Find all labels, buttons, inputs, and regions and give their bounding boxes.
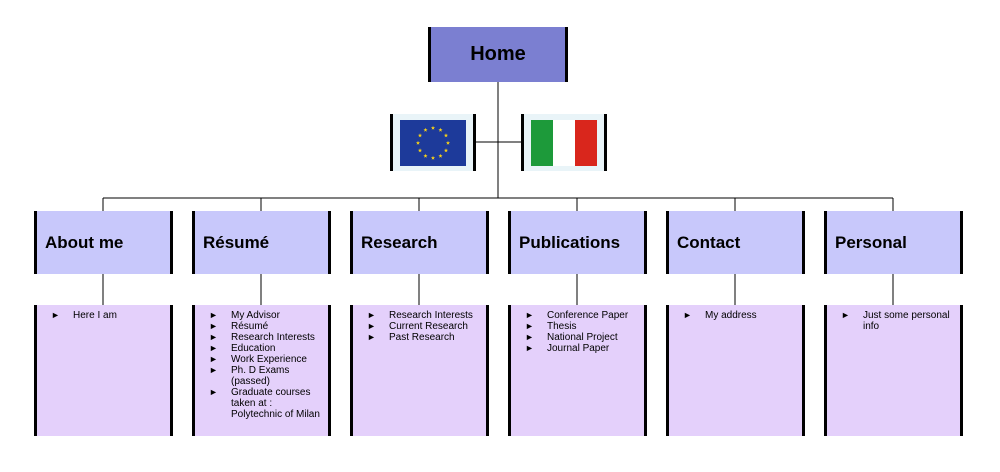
list-item-label: Journal Paper [547,343,610,354]
bullet-icon: ► [51,310,60,320]
list-item[interactable]: ► Just some personal info [841,310,956,332]
bullet-icon: ► [367,332,376,342]
bullet-icon: ► [525,310,534,320]
list-item-label: National Project [547,332,618,343]
personal-list: ► Just some personal info [841,310,956,332]
eu-star [423,153,428,158]
section-contact[interactable]: Contact [666,211,805,274]
bullet-icon: ► [209,387,218,397]
list-item[interactable]: ► Here I am [51,310,166,321]
eu-star [423,127,428,132]
eu-flag-icon [400,119,466,166]
bullet-icon: ► [209,310,218,320]
section-resume[interactable]: Résumé [192,211,331,274]
about-me-content: ► Here I am [34,305,173,436]
section-title: Personal [835,232,907,252]
eu-star [417,147,423,152]
list-item[interactable]: ► Conference Paper [525,310,640,321]
contact-list: ► My address [683,310,798,321]
publications-list: ► Conference Paper ► Thesis ► National Proj… [525,310,640,354]
list-item[interactable]: ► Résumé [209,321,324,332]
eu-star [445,140,451,145]
list-item-label: My Advisor [231,310,280,321]
section-title: Résumé [203,232,270,252]
section-title: Publications [519,232,621,252]
bullet-icon: ► [209,321,218,331]
list-item[interactable]: ► My address [683,310,798,321]
list-item-label: Work Experience [231,354,307,365]
eu-star [438,127,443,132]
list-item-label: Here I am [73,310,117,321]
list-item[interactable]: ► Ph. D Exams (passed) [209,365,324,387]
section-title: About me [45,232,124,252]
resume-content: ►My Advisor ►Résumé ►Research Interests … [192,305,331,436]
bullet-icon: ► [525,321,534,331]
list-item-label: Education [231,343,276,354]
list-item-label: Thesis [547,321,577,332]
bullet-icon: ► [683,310,692,320]
section-publications[interactable]: Publications [508,211,647,274]
eu-star [430,125,436,130]
eu-star [415,140,421,145]
section-research[interactable]: Research [350,211,489,274]
bullet-icon: ► [367,321,376,331]
home-label: Home [470,43,526,65]
bullet-icon: ► [525,343,534,353]
publications-content: ► Conference Paper ► Thesis ► National Proj… [508,305,647,436]
list-item[interactable]: ► Journal Paper [525,343,640,354]
bullet-icon: ► [525,332,534,342]
personal-content: ► Just some personal info [824,305,963,436]
list-item[interactable]: ► Work Experience [209,354,324,365]
eu-star [443,132,449,137]
list-item[interactable]: ► My Advisor [209,310,324,321]
list-item-label: Ph. D Exams (passed) [231,365,290,387]
section-title: Research [361,232,438,252]
list-item[interactable]: ► Research Interests [367,310,482,321]
research-list: ► Research Interests ► Current Research ► P… [367,310,482,343]
home-button[interactable]: Home [428,27,568,82]
bullet-icon: ► [841,310,850,320]
list-item[interactable]: ► Education [209,343,324,354]
list-item-label: Research Interests [231,332,315,343]
bullet-icon: ► [209,365,218,375]
resume-list: ►My Advisor ►Résumé ►Research Interests … [209,310,324,420]
list-item-label: Conference Paper [547,310,629,321]
list-item[interactable]: ► Past Research [367,332,482,343]
list-item[interactable]: ► Thesis [525,321,640,332]
list-item-label: Graduate courses taken at : Polytechnic … [231,387,320,420]
section-about-me[interactable]: About me [34,211,173,274]
bullet-icon: ► [209,343,218,353]
list-item-label: Past Research [389,332,455,343]
research-content: ► Research Interests ► Current Research ► P… [350,305,489,436]
eu-flag-link[interactable] [390,114,476,171]
about-me-list: ► Here I am [51,310,166,321]
italy-flag-icon [531,119,597,166]
italy-flag-link[interactable] [521,114,607,171]
list-item-label: Just some personal info [863,310,950,332]
list-item[interactable]: ► Graduate courses taken at : Polytechnic… [209,387,324,420]
eu-star [417,132,423,137]
list-item[interactable]: ► Current Research [367,321,482,332]
list-item-label: Current Research [389,321,468,332]
list-item-label: Research Interests [389,310,473,321]
section-title: Contact [677,232,741,252]
list-item[interactable]: ► Research Interests [209,332,324,343]
section-personal[interactable]: Personal [824,211,963,274]
list-item-label: My address [705,310,757,321]
contact-content: ► My address [666,305,805,436]
bullet-icon: ► [367,310,376,320]
bullet-icon: ► [209,332,218,342]
eu-star [443,147,449,152]
eu-star [430,155,436,160]
bullet-icon: ► [209,354,218,364]
eu-star [438,153,443,158]
list-item[interactable]: ► National Project [525,332,640,343]
list-item-label: Résumé [231,321,269,332]
